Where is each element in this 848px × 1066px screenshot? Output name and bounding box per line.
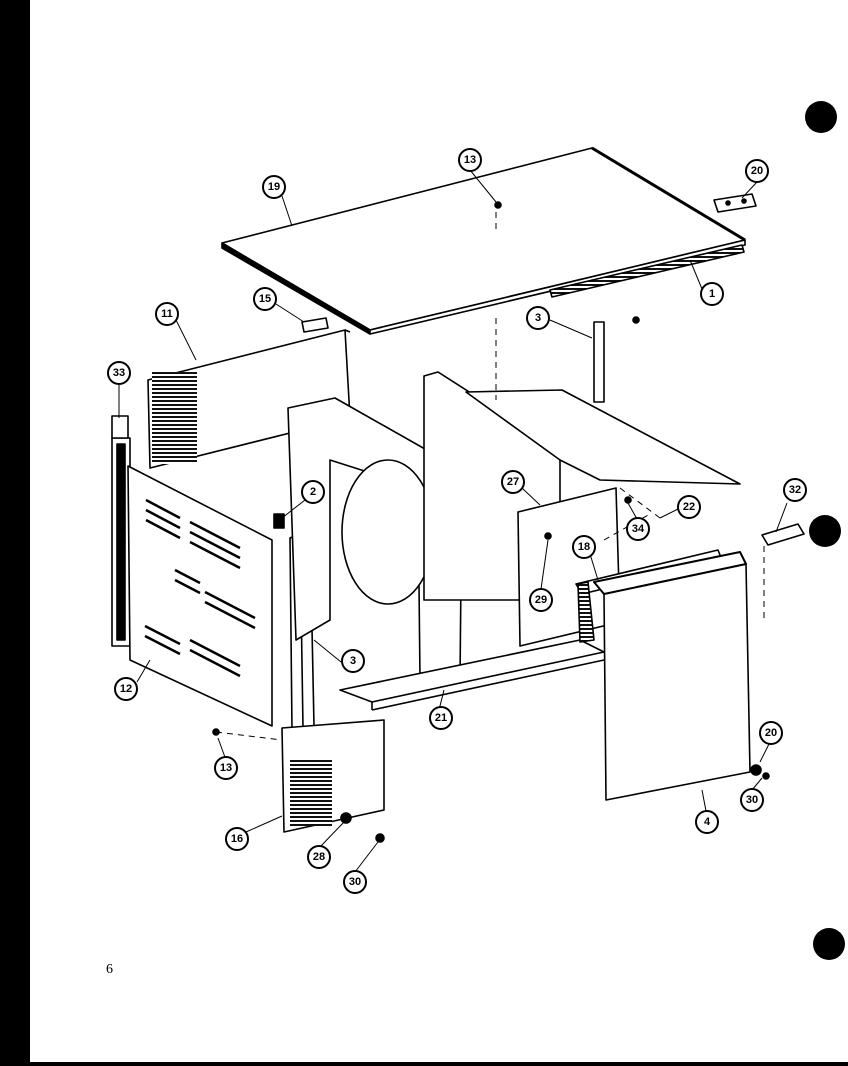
- svg-text:12: 12: [120, 683, 132, 695]
- svg-text:2: 2: [310, 486, 316, 498]
- svg-text:18: 18: [578, 541, 590, 553]
- callout-19: 19: [262, 175, 286, 199]
- svg-text:1: 1: [709, 288, 715, 300]
- callout-21: 21: [429, 706, 453, 730]
- compressor-shelf: [465, 389, 741, 485]
- svg-text:21: 21: [435, 712, 447, 724]
- callout-16: 16: [225, 827, 249, 851]
- callout-34: 34: [626, 517, 650, 541]
- callout-11: 11: [155, 302, 179, 326]
- callout-28: 28: [307, 845, 331, 869]
- svg-text:30: 30: [746, 794, 758, 806]
- clip-15: [301, 317, 329, 333]
- top-cover-panel: [221, 146, 746, 335]
- svg-text:34: 34: [632, 523, 645, 535]
- binder-hole-top: [805, 101, 837, 133]
- svg-text:3: 3: [350, 655, 356, 667]
- callout-2: 2: [301, 480, 325, 504]
- callout-32: 32: [783, 478, 807, 502]
- part-callouts: 13 19 20 1 15 3 11 33 2 27 34 22 32 18 2…: [107, 148, 807, 894]
- callout-3-top: 3: [526, 306, 550, 330]
- callout-18: 18: [572, 535, 596, 559]
- callout-3-mid: 3: [341, 649, 365, 673]
- svg-text:29: 29: [535, 594, 547, 606]
- svg-text:27: 27: [507, 476, 519, 488]
- svg-text:20: 20: [751, 165, 763, 177]
- fan-shroud: [287, 397, 463, 681]
- side-bracket: [761, 523, 805, 546]
- callout-30-bottom: 30: [343, 870, 367, 894]
- svg-text:30: 30: [349, 876, 361, 888]
- svg-text:20: 20: [765, 727, 777, 739]
- leader-lines: [118, 169, 788, 873]
- svg-text:4: 4: [704, 816, 711, 828]
- svg-text:15: 15: [259, 293, 271, 305]
- callout-13-bottom: 13: [214, 756, 238, 780]
- callout-13-top: 13: [458, 148, 482, 172]
- svg-text:19: 19: [268, 181, 280, 193]
- callout-33: 33: [107, 361, 131, 385]
- bottom-grille: [281, 719, 385, 833]
- svg-text:32: 32: [789, 484, 801, 496]
- callout-22: 22: [677, 495, 701, 519]
- front-panel: [593, 551, 751, 801]
- left-side-rail: [111, 415, 131, 647]
- base-pan: [339, 639, 605, 711]
- left-side-panel: [127, 465, 273, 727]
- svg-text:3: 3: [535, 312, 541, 324]
- svg-text:33: 33: [113, 367, 125, 379]
- top-rail-strip: [549, 244, 745, 298]
- svg-text:22: 22: [683, 501, 695, 513]
- svg-text:13: 13: [220, 762, 232, 774]
- callout-1: 1: [700, 282, 724, 306]
- page-number: 6: [106, 962, 113, 977]
- callout-4: 4: [695, 810, 719, 834]
- svg-text:16: 16: [231, 833, 243, 845]
- callout-27: 27: [501, 470, 525, 494]
- binder-hole-bottom: [813, 928, 845, 960]
- callout-30-right: 30: [740, 788, 764, 812]
- top-bracket: [713, 193, 757, 213]
- svg-text:28: 28: [313, 851, 325, 863]
- right-rear-post: [593, 321, 605, 403]
- scan-edge-bottom: [0, 1062, 848, 1066]
- svg-text:11: 11: [161, 308, 173, 320]
- svg-text:13: 13: [464, 154, 476, 166]
- scan-edge-left: [0, 0, 30, 1066]
- callout-29: 29: [529, 588, 553, 612]
- callout-20-right: 20: [759, 721, 783, 745]
- callout-20-top: 20: [745, 159, 769, 183]
- binder-hole-middle: [809, 515, 841, 547]
- callout-12: 12: [114, 677, 138, 701]
- callout-15: 15: [253, 287, 277, 311]
